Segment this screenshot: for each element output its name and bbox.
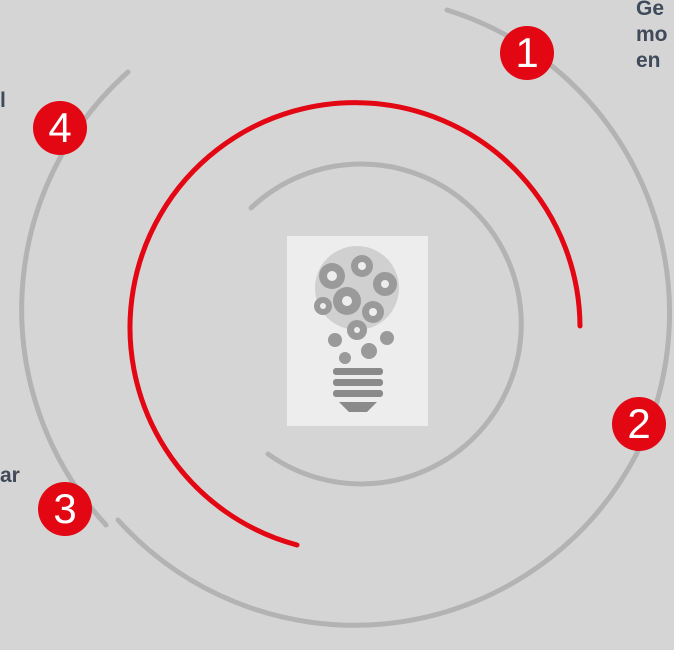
outer-ring-arc-right bbox=[564, 76, 673, 458]
middle-arc bbox=[127, 100, 583, 548]
step-4-text: l bbox=[0, 89, 6, 112]
lightbulb-gears-icon bbox=[314, 246, 399, 412]
step-2-badge: 2 bbox=[612, 397, 666, 451]
step-3-text: ar bbox=[0, 464, 20, 487]
step-3-badge: 3 bbox=[38, 482, 92, 536]
step-4-badge: 4 bbox=[33, 101, 87, 155]
step-1-badge: 1 bbox=[500, 26, 554, 80]
inner-arc bbox=[248, 161, 524, 487]
lightbulb-gears-card bbox=[287, 236, 428, 426]
step-1-text: Ge mo en bbox=[636, 0, 668, 72]
outer-ring-arc-bottom bbox=[115, 452, 639, 628]
